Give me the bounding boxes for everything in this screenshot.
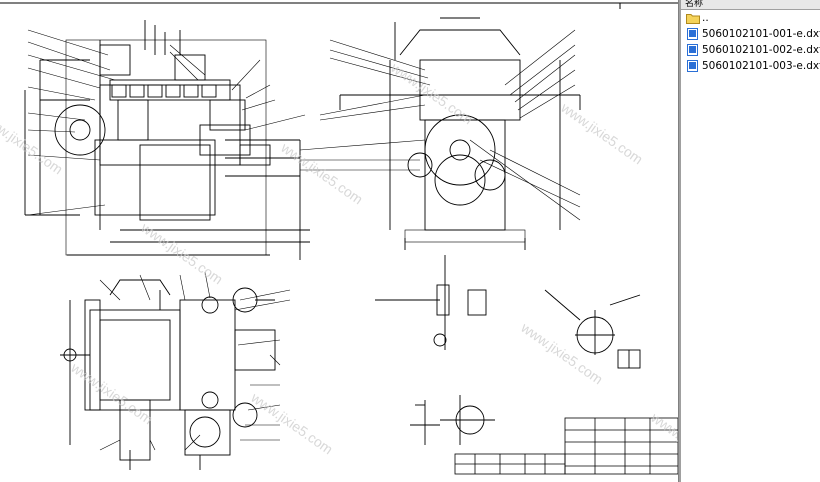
panel-splitter[interactable] — [678, 0, 682, 482]
watermark-text: www.jixie5.com — [0, 109, 66, 178]
top-view-drawing — [60, 279, 276, 470]
dxf-file-icon — [687, 28, 698, 40]
file-name-label: 5060102101-003-e.dxf — [702, 60, 820, 72]
watermark-text: www.jixie5.com — [247, 389, 335, 458]
drawing-viewport[interactable]: www.jixie5.com www.jixie5.com www.jixie5.c… — [0, 0, 678, 482]
file-name-label: 5060102101-002-e.dxf — [702, 44, 820, 56]
parent-folder-row[interactable]: .. — [681, 10, 820, 26]
side-view-drawing — [24, 20, 310, 260]
watermark-text: www.jixie5.com — [557, 99, 645, 168]
title-block — [454, 417, 678, 475]
watermark-text: www.jixie5.com — [387, 59, 475, 128]
watermark-text: www.jixie5.com — [137, 219, 225, 288]
top-view-leaders — [99, 271, 291, 451]
column-header-name[interactable]: 名称 — [681, 0, 820, 10]
watermark-text: www.jixie5.com — [67, 359, 155, 428]
front-view-leaders — [299, 29, 581, 221]
front-view-drawing — [339, 17, 581, 250]
dxf-file-icon — [687, 60, 698, 72]
watermark-text: www.jixie5.com — [647, 409, 678, 478]
file-row[interactable]: 5060102101-002-e.dxf — [681, 42, 820, 58]
file-row[interactable]: 5060102101-003-e.dxf — [681, 58, 820, 74]
detail-views — [375, 255, 641, 445]
side-view-leaders — [27, 29, 306, 216]
file-name-label: 5060102101-001-e.dxf — [702, 28, 820, 40]
folder-up-icon — [686, 14, 700, 24]
dxf-file-icon — [687, 44, 698, 56]
watermark-text: www.jixie5.com — [277, 139, 365, 208]
file-list-panel: 名称 .. 5060102101-001-e.dxf 5060102101-002-… — [681, 0, 820, 482]
file-row[interactable]: 5060102101-001-e.dxf — [681, 26, 820, 42]
file-name-label: .. — [702, 12, 709, 24]
engine-drawing: www.jixie5.com www.jixie5.com www.jixie5.c… — [0, 2, 678, 478]
